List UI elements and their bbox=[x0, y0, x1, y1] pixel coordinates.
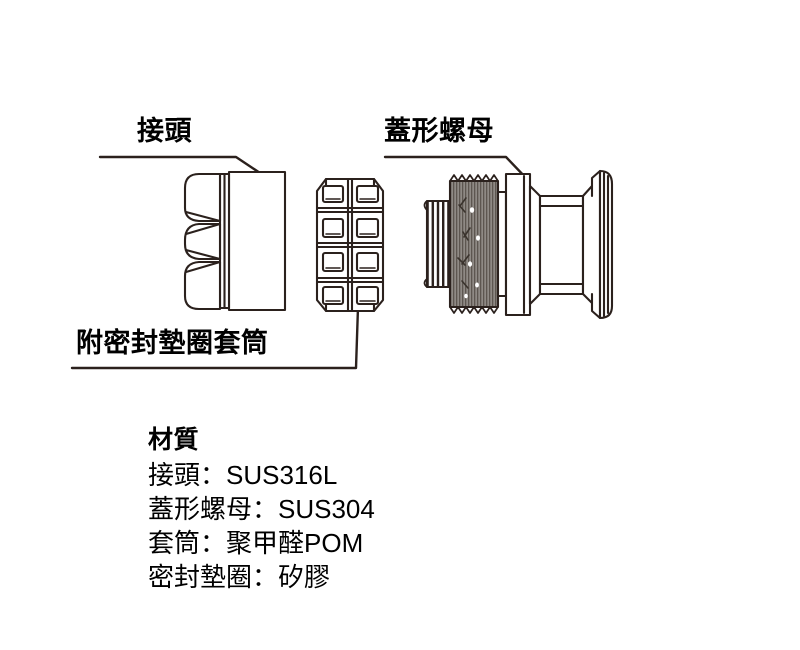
materials-line-joint: 接頭：SUS316L bbox=[148, 460, 338, 490]
part-sleeve bbox=[315, 177, 385, 313]
leader-line-sleeve bbox=[70, 305, 360, 370]
materials-line-cap-nut: 蓋形螺母：SUS304 bbox=[148, 494, 375, 524]
callout-label-sleeve: 附密封墊圈套筒 bbox=[76, 328, 269, 358]
materials-line-gasket: 密封墊圈：矽膠 bbox=[148, 562, 331, 592]
leader-line-joint bbox=[98, 155, 268, 179]
callout-label-cap-nut: 蓋形螺母 bbox=[384, 116, 494, 146]
materials-line-sleeve: 套筒：聚甲醛POM bbox=[148, 528, 364, 558]
knurled-grip-band bbox=[448, 174, 500, 314]
part-joint-fitting bbox=[183, 170, 287, 312]
part-cap-nut-assembly bbox=[423, 169, 614, 320]
materials-heading: 材質 bbox=[148, 426, 200, 454]
callout-label-joint: 接頭 bbox=[137, 116, 192, 146]
thread-stub bbox=[423, 199, 452, 289]
leader-line-cap-nut bbox=[383, 155, 529, 181]
